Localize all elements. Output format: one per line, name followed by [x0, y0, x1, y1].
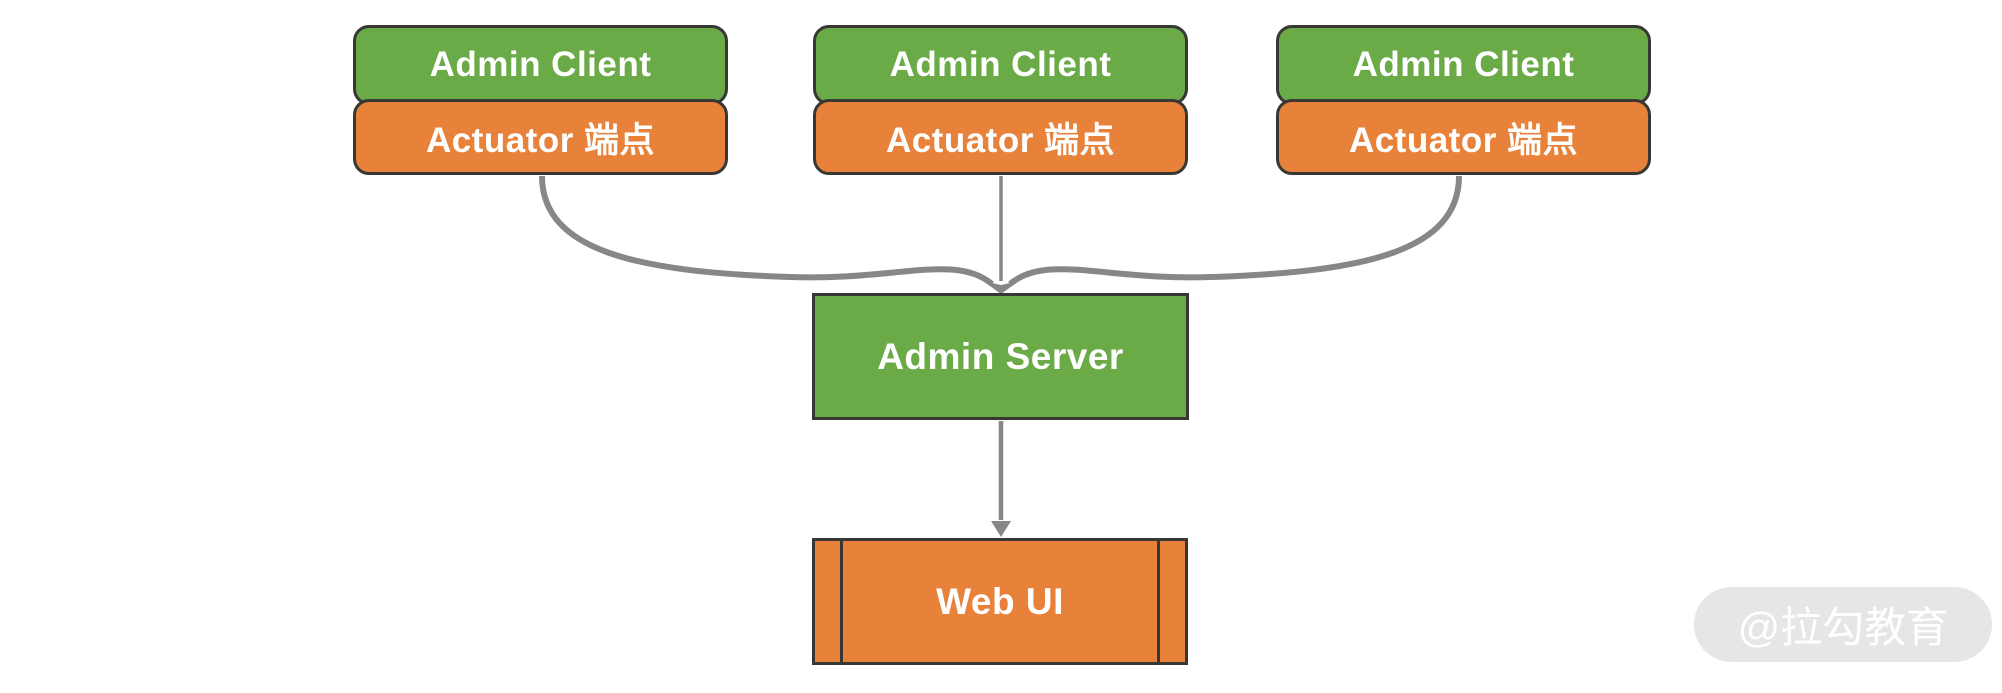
- admin-client-title: Admin Client: [813, 25, 1188, 105]
- node-web-ui: Web UI: [812, 538, 1188, 665]
- actuator-endpoint-label: Actuator 端点: [813, 99, 1188, 175]
- node-admin-server: Admin Server: [812, 293, 1189, 420]
- node-admin-client-2: Admin Client Actuator 端点: [813, 25, 1188, 175]
- webui-left-bar: [840, 540, 843, 663]
- web-ui-label: Web UI: [936, 580, 1064, 622]
- admin-client-title: Admin Client: [353, 25, 728, 105]
- actuator-endpoint-label: Actuator 端点: [353, 99, 728, 175]
- edge-client1-to-server: [539, 175, 994, 287]
- arrowhead-into-server-icon: [983, 281, 1019, 294]
- arrowhead-into-webui-icon: [991, 521, 1011, 537]
- admin-client-title: Admin Client: [1276, 25, 1651, 105]
- watermark-badge: @拉勾教育: [1694, 587, 1992, 662]
- webui-right-bar: [1157, 540, 1160, 663]
- edge-client3-to-server: [1008, 175, 1462, 287]
- node-admin-client-3: Admin Client Actuator 端点: [1276, 25, 1651, 175]
- actuator-endpoint-label: Actuator 端点: [1276, 99, 1651, 175]
- node-admin-client-1: Admin Client Actuator 端点: [353, 25, 728, 175]
